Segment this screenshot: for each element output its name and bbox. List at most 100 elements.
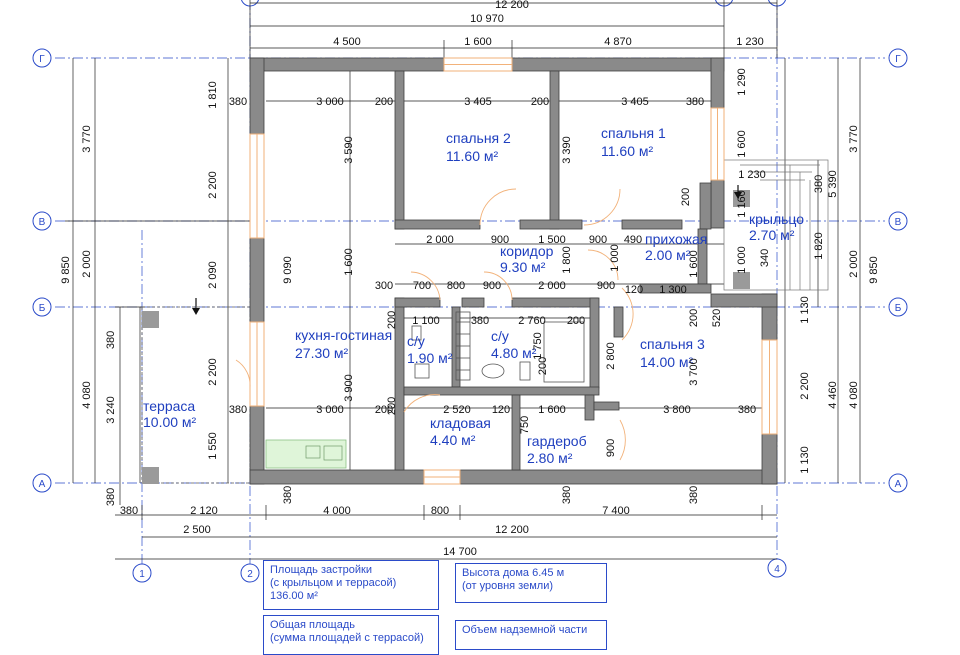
dim-left-1600: 1 600 [343,248,355,276]
dim-bot-7400: 7 400 [602,505,630,517]
dim-mid-200a: 200 [386,311,398,329]
dim-right-380: 380 [813,175,825,193]
note-volume-line1: Объем надземной части [462,624,588,636]
dim-top-overall: 12 200 [495,0,529,11]
porch-post-bottom [733,272,750,289]
note-height-line1: Высота дома 6.45 м [462,567,565,579]
note-total-area-line2: (сумма площадей с террасой) [270,632,424,644]
dim-right-1600: 1 600 [736,130,748,158]
svg-text:4: 4 [774,564,780,575]
svg-text:А: А [39,479,46,490]
wall-bed2-east [549,70,560,230]
dim-right-1130a: 1 130 [799,296,811,324]
dim-r1-7: 380 [686,96,704,108]
room-area-bedroom1: 11.60 м² [601,143,654,159]
shaft-hatch [455,311,471,381]
door-bed2 [479,188,517,226]
dim-top-seg1: 4 500 [333,36,361,48]
dim-left-1550: 1 550 [207,432,219,460]
dim-r3-8: 1 300 [659,284,687,296]
svg-text:В: В [895,217,902,228]
kitchen-sink [305,445,321,459]
room-area-corridor: 9.30 м² [500,259,546,275]
dim-r1-4: 3 405 [464,96,492,108]
wc2-sink [481,363,505,379]
axis-bubbles: Г Г В В Б Б А А 1 2 4 [32,0,908,583]
terrace-boundary [141,306,251,484]
dim-mid-750: 750 [519,416,531,434]
room-area-pantry: 4.40 м² [430,432,476,448]
dim-r5-4: 2 520 [443,404,471,416]
room-name-bedroom3: спальня 3 [640,336,705,352]
note-total-area-line1: Общая площадь [270,619,355,631]
terrace-post-bottom [142,467,159,484]
note-build-area-line3: 136.00 м² [270,590,318,602]
dim-bot-380-b: 380 [105,488,117,506]
dim-mid-1750: 1 750 [532,332,544,360]
axis-bubble-b-right: Б [888,297,908,317]
dim-mid-200c: 200 [537,357,549,375]
dim-r1-3: 200 [375,96,393,108]
svg-text:Б: Б [39,303,46,314]
note-total-area: Общая площадь (сумма площадей с террасой… [263,615,439,655]
wall-wc-north-a [394,297,441,308]
dim-mid-900: 900 [605,439,617,457]
wall-hall-north [699,182,712,230]
dim-right-1130b: 1 130 [799,446,811,474]
axis-bubble-b-left: Б [32,297,52,317]
note-volume: Объем надземной части [455,620,607,650]
door-pantry [403,394,441,413]
room-name-pantry: кладовая [430,415,491,431]
door-terrace [235,359,251,389]
wall-wc-south [403,386,600,396]
svg-text:В: В [39,217,46,228]
note-build-area-line1: Площадь застройки [270,564,372,576]
kitchen-counter [265,439,347,469]
dim-right-2200: 2 200 [799,372,811,400]
dim-r4-2: 380 [471,315,489,327]
room-name-corridor: коридор [500,243,554,259]
room-area-bedroom2: 11.60 м² [446,148,499,164]
svg-text:2: 2 [247,569,253,580]
porch-steps [723,159,829,291]
dim-bot-380-a: 380 [120,505,138,517]
svg-text:А: А [895,479,902,490]
dim-left-2000: 2 000 [81,250,93,278]
room-area-kitchen: 27.30 м² [295,345,349,361]
room-name-wc1: с/у [407,333,425,349]
room-area-wc2: 4.80 м² [491,345,537,361]
wc2-toilet [519,361,531,381]
dimension-lines [65,0,861,560]
dim-r3-6: 900 [597,280,615,292]
axis-bubble-v-right: В [888,211,908,231]
wc1-sink [411,325,422,341]
fixtures [265,311,585,469]
wall-wc-east [589,297,600,389]
wc1-toilet [414,363,430,379]
dim-right-3770: 3 770 [848,125,860,153]
windows [249,57,778,485]
dim-mid-3390: 3 390 [561,136,573,164]
dim-bot-12200: 12 200 [495,524,529,536]
dim-right-4080: 4 080 [848,381,860,409]
dim-r5-7: 3 800 [663,404,691,416]
dim-r5-6: 1 600 [538,404,566,416]
dim-r4-4: 200 [567,315,585,327]
dim-left-3770: 3 770 [81,125,93,153]
dim-r4-1: 1 100 [412,315,440,327]
dim-bot-2120: 2 120 [190,505,218,517]
room-name-bedroom2: спальня 2 [446,130,511,146]
door-bed3 [621,287,634,341]
svg-text:Б: Б [895,303,902,314]
room-name-terrace: терраса [143,398,195,414]
wall-bed3-west-upper [613,306,624,338]
dim-r5-2: 3 000 [316,404,344,416]
dim-bot-380-e: 380 [688,486,700,504]
dim-left-2200b: 2 200 [207,358,219,386]
dim-top-inner: 10 970 [470,13,504,25]
dim-bot-380-d: 380 [561,486,573,504]
dim-r3-7: 120 [625,284,643,296]
dim-top-seg4: 1 230 [736,36,764,48]
dim-r1-6: 3 405 [621,96,649,108]
wall-west [249,57,265,485]
